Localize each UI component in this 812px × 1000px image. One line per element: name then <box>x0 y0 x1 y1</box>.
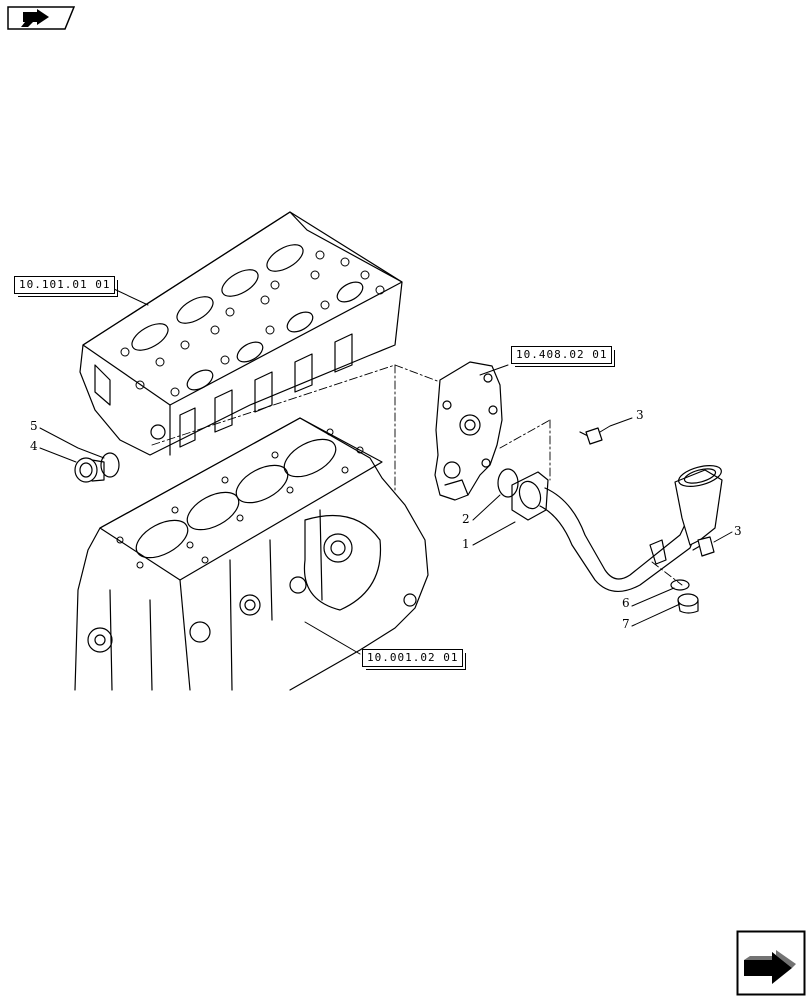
callout-3-top: 3 <box>636 408 644 422</box>
previous-page-arrow-icon <box>7 6 76 30</box>
plug-7 <box>677 593 699 614</box>
callout-1: 1 <box>462 537 470 551</box>
cylinder-head-illustration <box>79 211 403 456</box>
callout-6: 6 <box>622 596 630 610</box>
reference-cylinder-head[interactable]: 10.101.01 01 <box>14 276 119 297</box>
plug-4 <box>74 457 105 483</box>
washer-6 <box>670 579 690 591</box>
coolant-pipe-illustration <box>511 465 723 592</box>
screw-3-right <box>692 536 715 557</box>
callout-3-right: 3 <box>734 524 742 538</box>
screw-3-top <box>579 427 603 445</box>
next-page-button[interactable] <box>736 930 806 996</box>
callout-4: 4 <box>30 439 38 453</box>
o-ring-5 <box>100 452 120 478</box>
callout-5: 5 <box>30 419 38 433</box>
cylinder-block-illustration <box>74 417 429 691</box>
callout-2: 2 <box>462 512 470 526</box>
o-ring-2 <box>497 468 519 498</box>
next-page-arrow-icon <box>736 930 806 996</box>
callout-7: 7 <box>622 617 630 631</box>
reference-water-pump[interactable]: 10.408.02 01 <box>511 346 616 367</box>
thermostat-housing-illustration <box>434 361 503 501</box>
reference-crankcase[interactable]: 10.001.02 01 <box>362 649 467 670</box>
previous-page-badge[interactable] <box>7 6 76 30</box>
